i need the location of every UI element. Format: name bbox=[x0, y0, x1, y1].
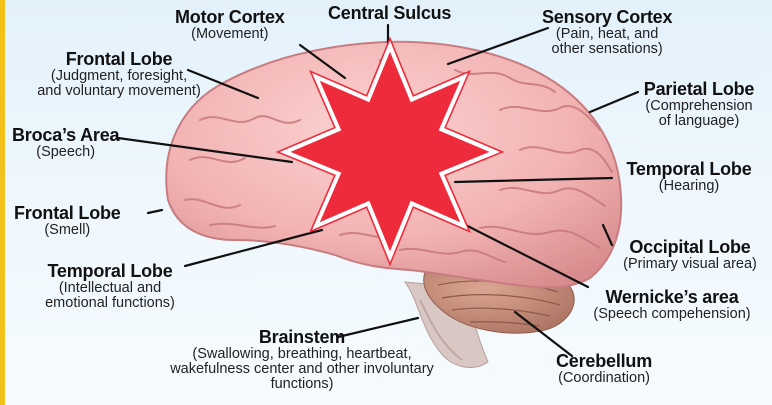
label-cerebellum: Cerebellum (Coordination) bbox=[556, 352, 652, 386]
label-wernickes-area: Wernicke’s area (Speech compehension) bbox=[576, 288, 768, 322]
parietal-lobe-title: Parietal Lobe bbox=[628, 80, 770, 99]
brainstem-desc-3: functions) bbox=[132, 377, 472, 392]
label-brocas-area: Broca’s Area (Speech) bbox=[12, 126, 119, 160]
wernickes-area-desc: (Speech compehension) bbox=[576, 307, 768, 322]
label-occipital-lobe: Occipital Lobe (Primary visual area) bbox=[612, 238, 768, 272]
temporal-lobe-right-title: Temporal Lobe bbox=[612, 160, 766, 179]
frontal-lobe-top-desc-1: (Judgment, foresight, bbox=[24, 69, 214, 84]
label-frontal-lobe-smell: Frontal Lobe (Smell) bbox=[14, 204, 121, 238]
brocas-area-title: Broca’s Area bbox=[12, 126, 119, 145]
parietal-lobe-desc-1: (Comprehension bbox=[628, 99, 770, 114]
frontal-lobe-top-desc-2: and voluntary movement) bbox=[24, 84, 214, 99]
cerebellum-desc: (Coordination) bbox=[556, 371, 652, 386]
motor-cortex-title: Motor Cortex bbox=[175, 8, 285, 27]
temporal-lobe-left-desc-1: (Intellectual and bbox=[30, 281, 190, 296]
label-temporal-lobe-left: Temporal Lobe (Intellectual and emotiona… bbox=[30, 262, 190, 311]
occipital-lobe-desc: (Primary visual area) bbox=[612, 257, 768, 272]
frontal-lobe-smell-desc: (Smell) bbox=[14, 223, 121, 238]
wernickes-area-title: Wernicke’s area bbox=[576, 288, 768, 307]
label-sensory-cortex: Sensory Cortex (Pain, heat, and other se… bbox=[542, 8, 672, 57]
central-sulcus-title: Central Sulcus bbox=[328, 4, 451, 23]
frontal-lobe-smell-title: Frontal Lobe bbox=[14, 204, 121, 223]
brainstem-title: Brainstem bbox=[132, 328, 472, 347]
label-brainstem: Brainstem (Swallowing, breathing, heartb… bbox=[132, 328, 472, 393]
brocas-area-desc: (Speech) bbox=[12, 145, 119, 160]
sensory-cortex-desc-2: other sensations) bbox=[542, 42, 672, 57]
label-central-sulcus: Central Sulcus bbox=[328, 4, 451, 23]
cerebellum-title: Cerebellum bbox=[556, 352, 652, 371]
label-motor-cortex: Motor Cortex (Movement) bbox=[175, 8, 285, 42]
brainstem-desc-1: (Swallowing, breathing, heartbeat, bbox=[132, 347, 472, 362]
brainstem-desc-2: wakefulness center and other involuntary bbox=[132, 362, 472, 377]
label-temporal-lobe-right: Temporal Lobe (Hearing) bbox=[612, 160, 766, 194]
occipital-lobe-title: Occipital Lobe bbox=[612, 238, 768, 257]
temporal-lobe-right-desc: (Hearing) bbox=[612, 179, 766, 194]
frontal-lobe-top-title: Frontal Lobe bbox=[24, 50, 214, 69]
label-frontal-lobe-top: Frontal Lobe (Judgment, foresight, and v… bbox=[24, 50, 214, 99]
temporal-lobe-left-desc-2: emotional functions) bbox=[30, 296, 190, 311]
motor-cortex-desc: (Movement) bbox=[175, 27, 285, 42]
starburst-overlay bbox=[278, 39, 503, 265]
sensory-cortex-desc-1: (Pain, heat, and bbox=[542, 27, 672, 42]
sensory-cortex-title: Sensory Cortex bbox=[542, 8, 672, 27]
temporal-lobe-left-title: Temporal Lobe bbox=[30, 262, 190, 281]
parietal-lobe-desc-2: of language) bbox=[628, 114, 770, 129]
label-parietal-lobe: Parietal Lobe (Comprehension of language… bbox=[628, 80, 770, 129]
